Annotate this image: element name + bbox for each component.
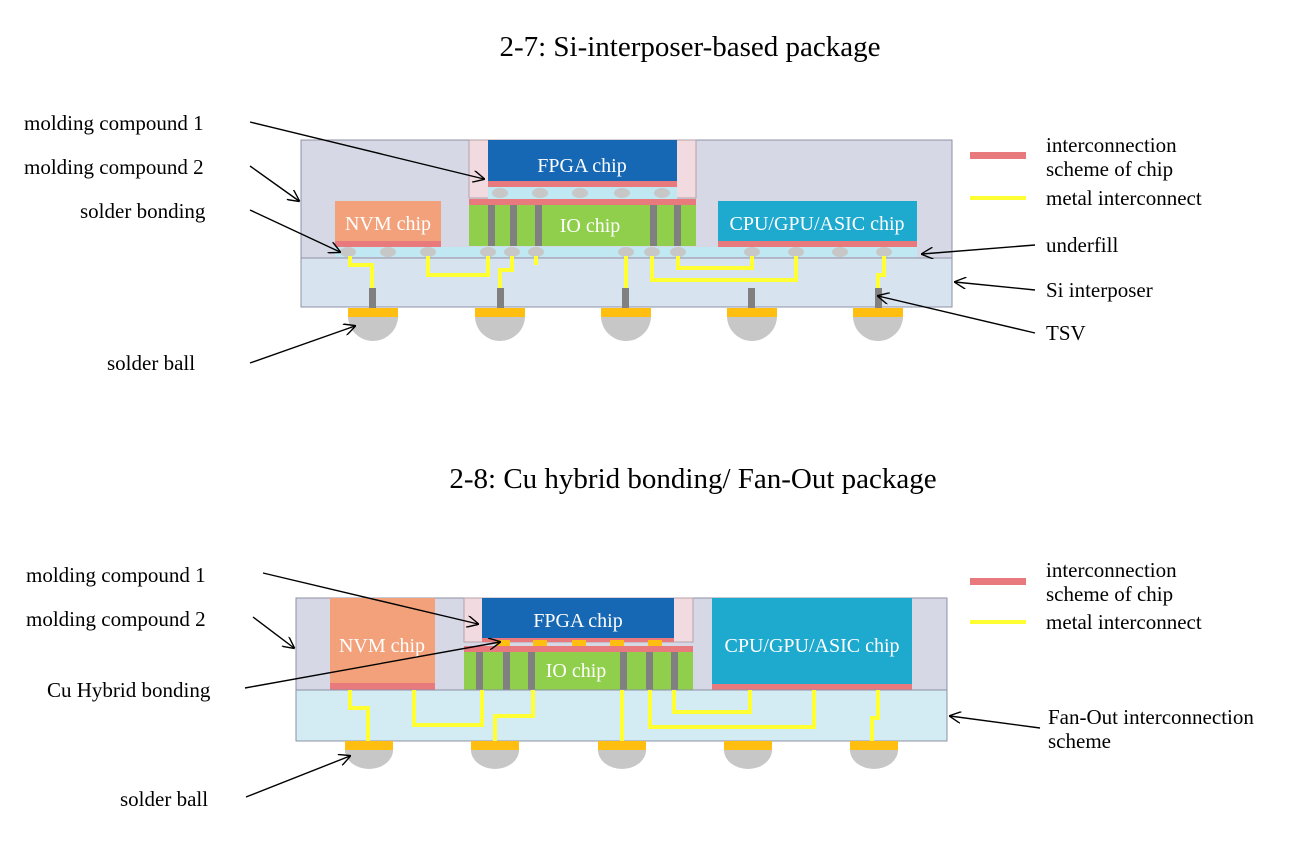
- top-cpu-chip: [718, 201, 917, 241]
- bottom-title: 2-8: Cu hybrid bonding/ Fan-Out package: [449, 463, 936, 495]
- top-arrows: [249, 121, 1036, 364]
- bottom-arrow-mc1: [262, 572, 478, 624]
- bottom-metal-interconnect: [348, 690, 880, 741]
- top-arrow-mc2: [249, 165, 299, 201]
- top-arrow-mc1: [249, 121, 484, 179]
- top-io-scheme: [469, 199, 696, 205]
- top-nvm-label: NVM chip: [345, 213, 431, 235]
- top-solder-balls: [348, 308, 903, 341]
- top-io-tsvs: [488, 205, 681, 246]
- top-cpu-scheme: [718, 241, 917, 247]
- bottom-nvm-scheme: [330, 683, 435, 690]
- bottom-label-solder-ball: solder ball: [120, 787, 208, 811]
- bottom-legend-scheme-swatch: [970, 578, 1026, 585]
- top-label-tsv: TSV: [1046, 321, 1086, 345]
- bottom-label-fanout-line1: Fan-Out interconnection: [1048, 705, 1254, 729]
- bottom-legend-metal-swatch: [970, 620, 1026, 624]
- top-legend-scheme-line1: interconnection: [1046, 133, 1177, 157]
- bottom-fpga-chip: [482, 598, 674, 638]
- top-title: 2-7: Si-interposer-based package: [499, 31, 880, 63]
- top-fpga-chip: [488, 140, 677, 181]
- bottom-arrows: [244, 572, 1041, 798]
- top-label-mc1: molding compound 1: [24, 111, 204, 135]
- bottom-label-mc2: molding compound 2: [26, 607, 206, 631]
- top-arrow-tsv: [878, 296, 1036, 334]
- cu-hybrid-fanout-package: 2-8: Cu hybrid bonding/ Fan-Out package …: [26, 463, 1254, 811]
- top-fpga-label: FPGA chip: [537, 155, 626, 177]
- top-nvm-chip: [335, 201, 441, 241]
- top-legend-metal-swatch: [970, 196, 1026, 200]
- bottom-cpu-label: CPU/GPU/ASIC chip: [724, 635, 899, 657]
- bottom-label-fanout-line2: scheme: [1048, 729, 1111, 753]
- top-label-underfill: underfill: [1046, 233, 1118, 257]
- top-fpga-bumps: [492, 188, 670, 198]
- top-arrow-si-interposer: [955, 282, 1036, 291]
- bottom-io-chip: [464, 652, 693, 690]
- top-io-label: IO chip: [560, 215, 621, 237]
- bottom-io-label: IO chip: [546, 660, 607, 682]
- top-label-mc2: molding compound 2: [24, 155, 204, 179]
- bottom-nvm-label: NVM chip: [339, 635, 425, 657]
- bottom-cpu-chip: [712, 598, 912, 684]
- top-solder-bumps: [340, 247, 892, 257]
- bottom-io-tsvs: [476, 652, 678, 690]
- top-arrow-underfill: [922, 244, 1036, 254]
- top-legend-scheme-swatch: [970, 152, 1026, 159]
- bottom-legend-metal-label: metal interconnect: [1046, 610, 1202, 634]
- bottom-io-scheme: [464, 646, 693, 652]
- top-legend-metal-label: metal interconnect: [1046, 186, 1202, 210]
- bottom-label-cu-hybrid: Cu Hybrid bonding: [47, 678, 211, 702]
- top-fpga-scheme: [488, 181, 677, 187]
- bottom-arrow-cu-hybrid: [244, 642, 500, 689]
- bottom-legend-scheme-line1: interconnection: [1046, 558, 1177, 582]
- top-io-chip: [469, 205, 696, 246]
- bottom-solder-balls: [345, 741, 898, 769]
- bottom-cpu-scheme: [712, 684, 912, 690]
- top-legend-scheme-line2: scheme of chip: [1046, 157, 1173, 181]
- top-legend: interconnection scheme of chip metal int…: [970, 133, 1202, 210]
- top-label-solder-bonding: solder bonding: [80, 199, 206, 223]
- top-label-solder-ball: solder ball: [107, 351, 195, 375]
- bottom-legend: interconnection scheme of chip metal int…: [970, 558, 1202, 634]
- top-nvm-scheme: [335, 241, 441, 247]
- bottom-arrow-mc2: [252, 616, 294, 648]
- top-label-si-interposer: Si interposer: [1046, 278, 1153, 302]
- si-interposer-package: 2-7: Si-interposer-based package FPGA ch…: [24, 31, 1202, 375]
- top-metal-interconnect: [348, 256, 886, 288]
- bottom-cu-hybrid-pads: [496, 640, 662, 646]
- bottom-arrow-solder-ball: [245, 756, 350, 798]
- bottom-arrow-fanout: [950, 716, 1041, 729]
- bottom-fpga-label: FPGA chip: [533, 610, 622, 632]
- top-arrow-solder-ball: [249, 326, 355, 364]
- bottom-label-mc1: molding compound 1: [26, 563, 206, 587]
- top-cpu-label: CPU/GPU/ASIC chip: [729, 213, 904, 235]
- bottom-legend-scheme-line2: scheme of chip: [1046, 582, 1173, 606]
- top-arrow-solder-bonding: [249, 209, 340, 252]
